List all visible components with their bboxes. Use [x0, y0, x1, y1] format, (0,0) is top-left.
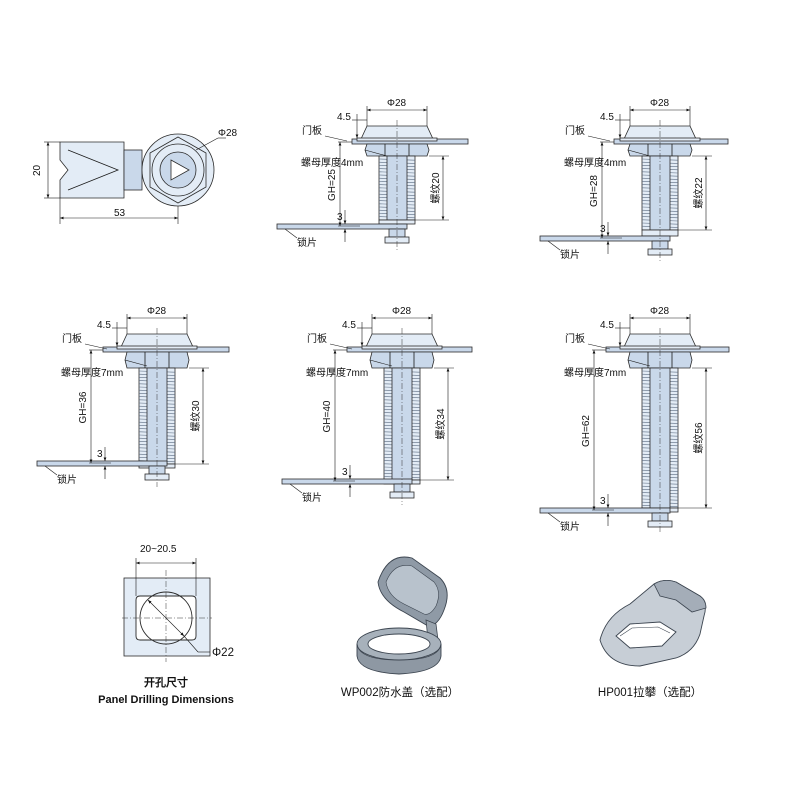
gh-label: GH=28: [589, 175, 600, 207]
top-view-height-label: 20: [32, 164, 43, 176]
diameter-label: Φ28: [650, 98, 670, 109]
cam-label: 锁片: [57, 473, 77, 486]
cutout-title-cn: 开孔尺寸: [144, 675, 188, 689]
panel-label: 门板: [302, 124, 322, 137]
cam-label: 锁片: [560, 248, 580, 261]
diameter-label: Φ28: [147, 306, 167, 317]
cutout-diameter-label: Φ22: [212, 647, 234, 659]
diameter-label: Φ28: [650, 306, 670, 317]
panel-offset-label: 4.5: [97, 320, 111, 331]
nut-thickness-label: 螺母厚度4mm: [564, 156, 626, 169]
cutout-width-label: 20~20.5: [140, 544, 177, 555]
pull-handle-illustration: [599, 579, 707, 667]
diameter-label: Φ28: [387, 98, 407, 109]
pull-handle-caption: HP001拉攀（选配）: [598, 685, 702, 699]
panel-offset-label: 4.5: [337, 112, 351, 123]
gh-label: GH=25: [327, 169, 338, 201]
panel-offset-label: 4.5: [342, 320, 356, 331]
nut-thickness-label: 螺母厚度7mm: [306, 366, 368, 379]
top-view-diameter-label: Φ28: [218, 128, 238, 139]
cam-thickness-label: 3: [600, 224, 606, 235]
cam-label: 锁片: [297, 236, 317, 249]
cam-label: 锁片: [560, 520, 580, 533]
panel-offset-label: 4.5: [600, 112, 614, 123]
cam-thickness-label: 3: [600, 496, 606, 507]
panel-label: 门板: [62, 332, 82, 345]
top-view-drawing: [44, 133, 226, 224]
thread-length-label: 螺纹20: [429, 172, 442, 204]
gh-label: GH=62: [581, 415, 592, 447]
thread-length-label: 螺纹34: [434, 408, 447, 440]
nut-thickness-label: 螺母厚度7mm: [564, 366, 626, 379]
top-view-length-label: 53: [114, 208, 126, 219]
thread-length-label: 螺纹22: [692, 177, 705, 209]
gh-label: GH=36: [78, 391, 89, 423]
waterproof-cover-illustration: [356, 556, 448, 675]
panel-label: 门板: [307, 332, 327, 345]
cam-thickness-label: 3: [97, 449, 103, 460]
diameter-label: Φ28: [392, 306, 412, 317]
thread-length-label: 螺纹56: [692, 422, 705, 454]
nut-thickness-label: 螺母厚度4mm: [301, 156, 363, 169]
panel-label: 门板: [565, 332, 585, 345]
thread-length-label: 螺纹30: [189, 400, 202, 432]
nut-thickness-label: 螺母厚度7mm: [61, 366, 123, 379]
cutout-title-en: Panel Drilling Dimensions: [98, 694, 234, 706]
panel-offset-label: 4.5: [600, 320, 614, 331]
cam-thickness-label: 3: [342, 467, 348, 478]
waterproof-cover-caption: WP002防水盖（选配）: [341, 685, 459, 699]
gh-label: GH=40: [322, 400, 333, 432]
cam-thickness-label: 3: [337, 212, 343, 223]
panel-label: 门板: [565, 124, 585, 137]
cam-label: 锁片: [302, 491, 322, 504]
panel-cutout-drawing: [122, 558, 212, 662]
